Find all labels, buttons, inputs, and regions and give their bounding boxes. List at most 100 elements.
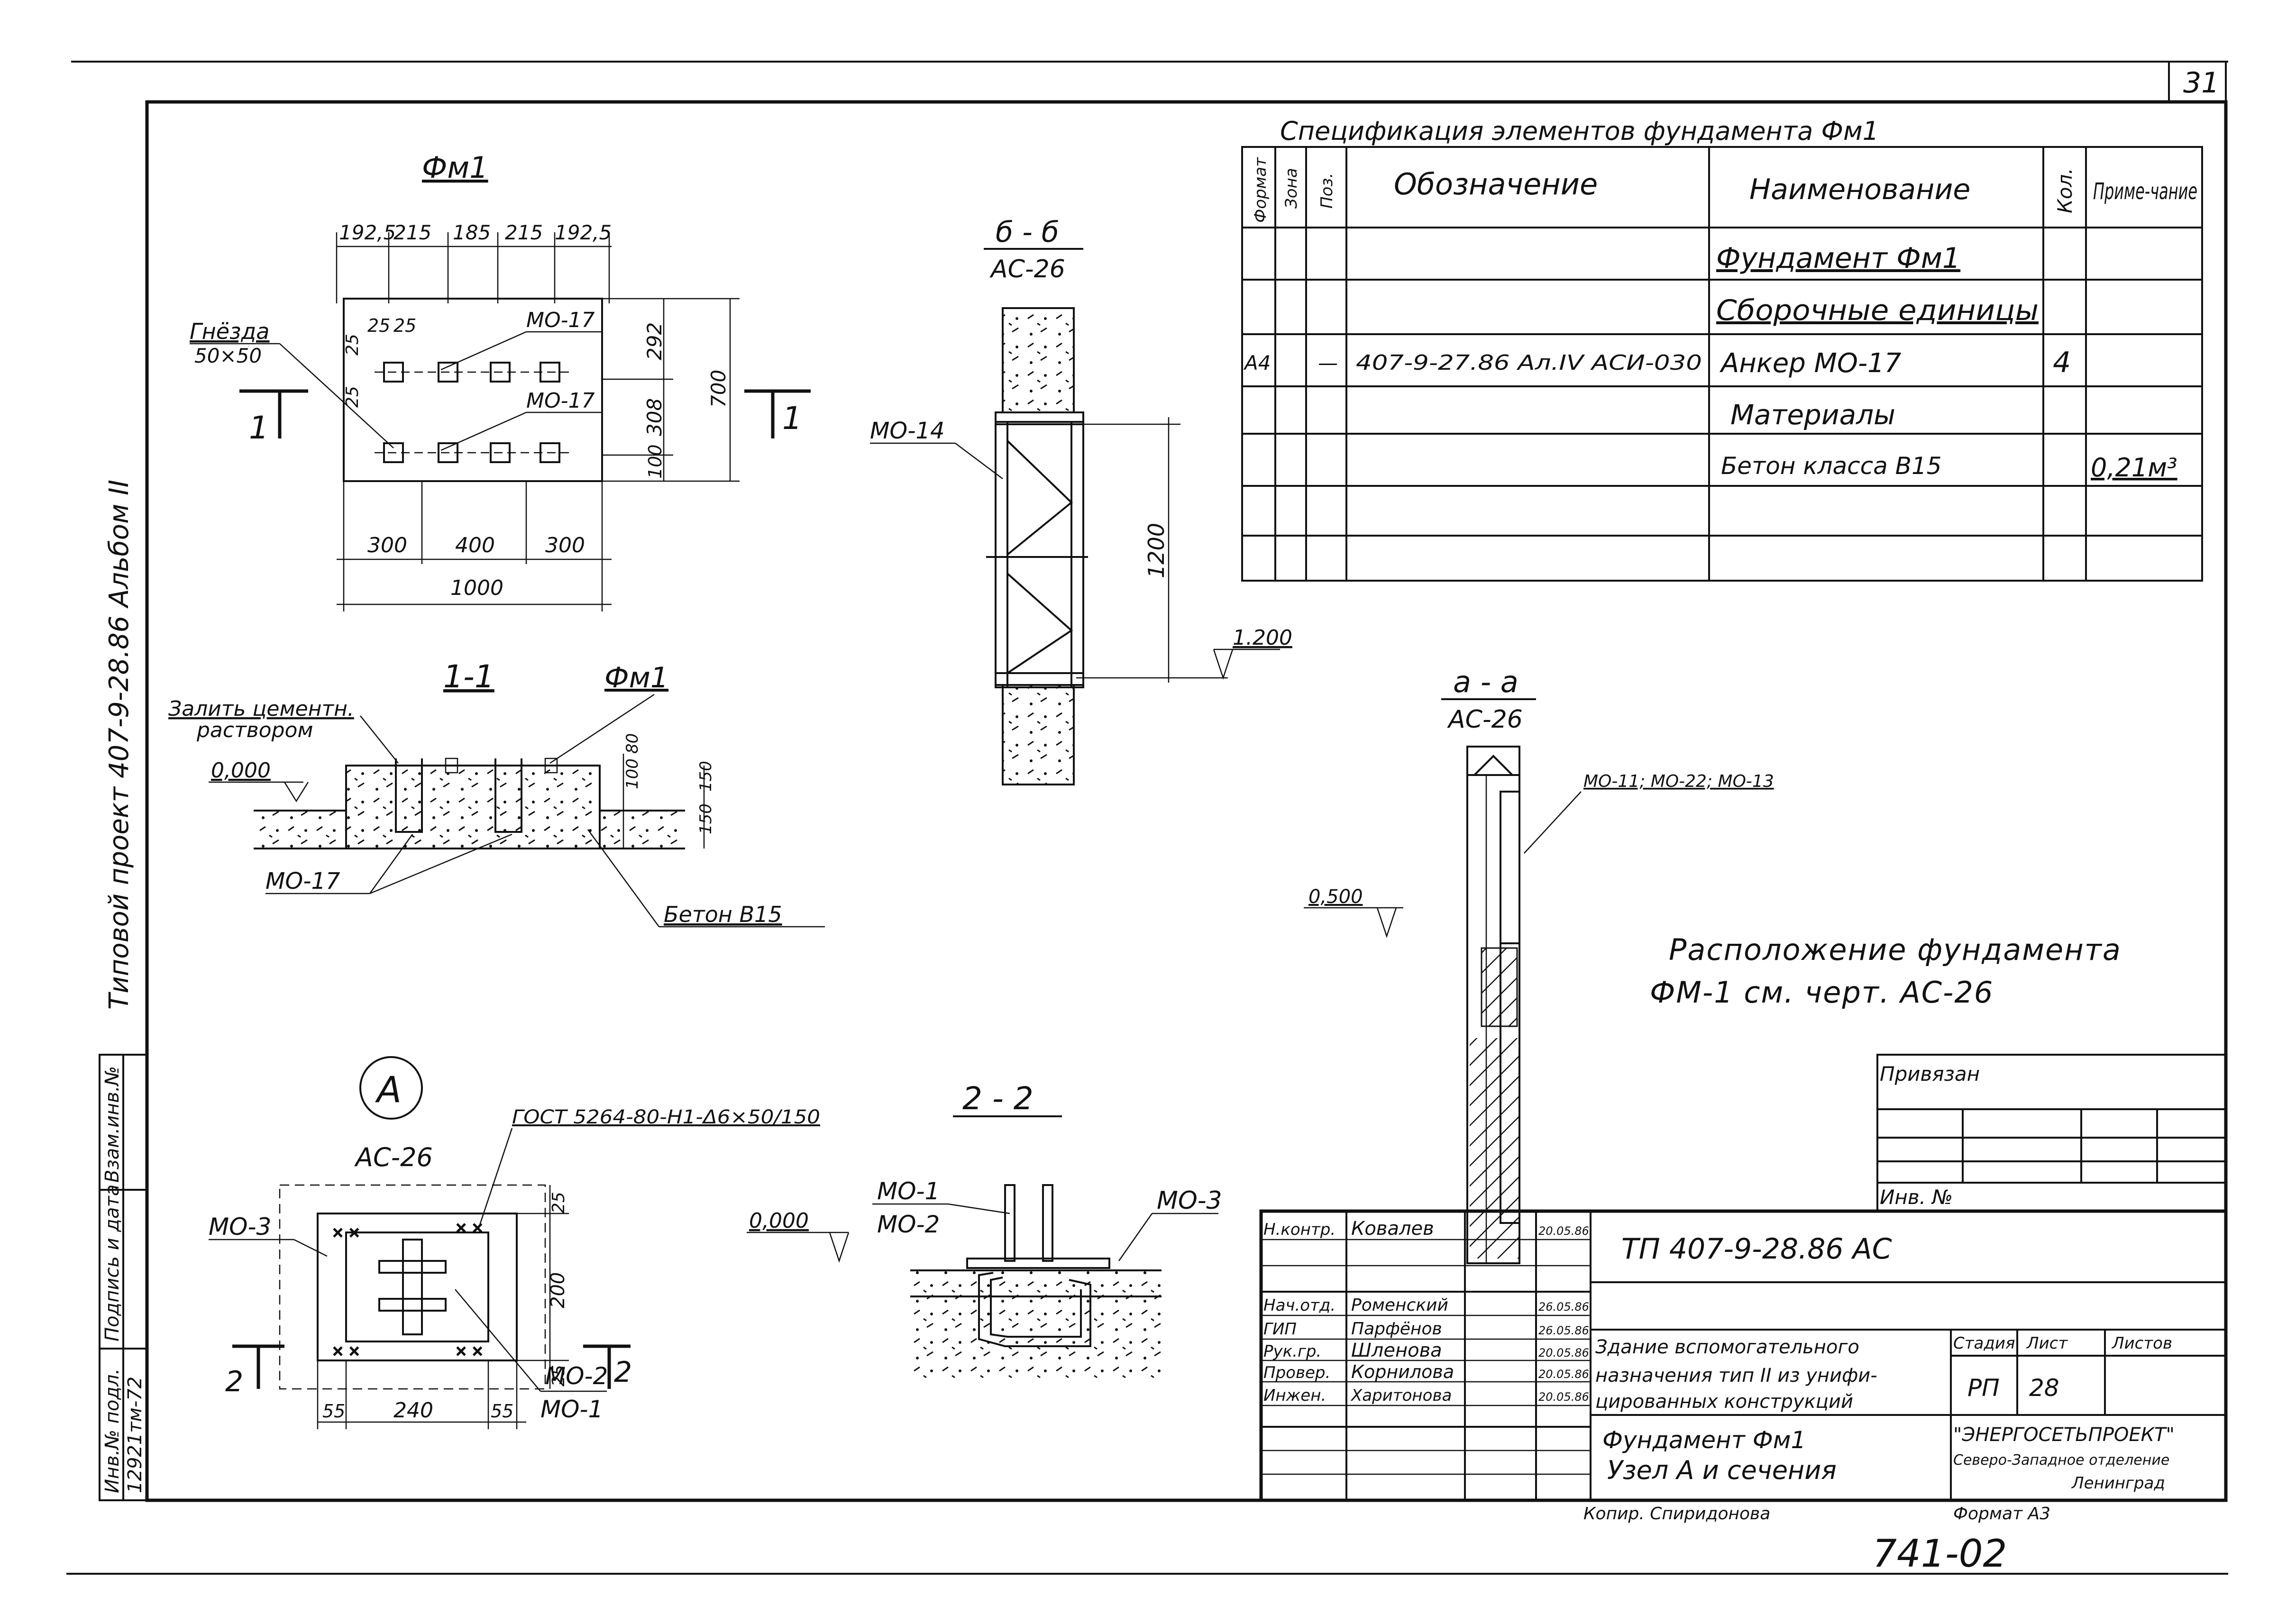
weld-mark: × × (455, 1343, 484, 1359)
node-a-dim-b2: 240 (393, 1398, 433, 1423)
tb-name-2: Роменский (1351, 1296, 1448, 1315)
section-1-1-title: 1-1 (443, 658, 494, 695)
format-label: Формат А3 (1953, 1504, 2050, 1524)
node-a-dim-r2: 200 (547, 1272, 569, 1308)
plan-small-dim-left: 25 (343, 334, 362, 356)
spec-row-5-name: Бетон класса В15 (1721, 452, 1942, 480)
note-line-1: Расположение фундамента (1669, 932, 2122, 967)
side-stamp-label-2: Подпись и дата (101, 1185, 123, 1341)
sec22-level: 0,000 (749, 1209, 809, 1233)
cut-mark-left: 1 (249, 410, 269, 446)
tb-org-2: Северо-Западное отделение (1953, 1452, 2169, 1469)
sec-bb-label: МО-14 (870, 418, 945, 444)
sec-aa-label: МО-11; МО-22; МО-13 (1583, 772, 1774, 791)
plan-title: Фм1 (422, 150, 488, 185)
plan-bottom-dim-3: 300 (545, 533, 585, 557)
spec-header-note: Приме-чание (2093, 178, 2197, 205)
plan-right-dim-2: 308 (643, 398, 666, 436)
sec11-dim-4: 150 (696, 803, 715, 834)
tb-date-3: 26.05.86 (1538, 1324, 1589, 1337)
weld-mark: × × (332, 1343, 360, 1359)
tb-name-3: Парфёнов (1351, 1319, 1442, 1339)
section-1-1-level: 0,000 (211, 758, 271, 783)
node-a-label-mo3: МО-3 (209, 1213, 271, 1241)
tb-role-4: Рук.гр. (1263, 1342, 1321, 1361)
section-b-b: б - б АС-26 1200 1.200 МО-14 (870, 216, 1292, 785)
tb-name-5: Корнилова (1351, 1361, 1454, 1382)
tb-date-6: 20.05.86 (1538, 1390, 1589, 1404)
tb-name-4: Шленова (1351, 1340, 1442, 1361)
spec-row-4-name: Материалы (1730, 399, 1895, 431)
plan-anchor-label-2: МО-17 (526, 389, 595, 413)
plan-nest-size: 50×50 (194, 344, 262, 367)
tb-name-6: Харитонова (1350, 1386, 1452, 1405)
node-a-cut-left: 2 (225, 1365, 243, 1398)
plan-bottom-dim-1: 300 (367, 533, 407, 557)
tb-org-3: Ленинград (2071, 1474, 2165, 1493)
tb-sheet: 28 (2029, 1374, 2059, 1402)
sec-aa-sheet: АС-26 (1447, 705, 1523, 734)
spec-row-3-pos: — (1318, 351, 1338, 374)
plan-top-dim-2: 215 (393, 221, 431, 244)
plan-bottom-dim-2: 400 (455, 533, 495, 557)
tb-building-3: цированных конструкций (1595, 1391, 1853, 1413)
section-1-1: 1-1 Фм1 Залить цементн. раствором 0,000 … (168, 658, 825, 928)
node-a-label-mo1: МО-1 (540, 1396, 603, 1423)
sec-aa-level: 0,500 (1308, 886, 1363, 908)
node-a-sheet: АС-26 (354, 1142, 433, 1172)
spec-row-3-format: А4 (1243, 351, 1271, 374)
anchor-plates (375, 362, 569, 463)
plan-top-dim-1: 192,5 (339, 221, 396, 244)
node-a-dim-b1: 55 (322, 1401, 345, 1422)
plan-right-dim-3: 100 (645, 444, 666, 479)
tb-building-2: назначения тип II из унифи- (1595, 1365, 1877, 1387)
weld-mark: × × (332, 1224, 360, 1241)
copied-by: Копир. Спиридонова (1583, 1504, 1770, 1524)
tb-sheets-label: Листов (2111, 1334, 2172, 1353)
sec-aa-title: а - а (1453, 665, 1518, 699)
sec-bb-sheet: АС-26 (989, 255, 1065, 283)
sec22-label-right: МО-3 (1157, 1186, 1222, 1215)
plan-overall-height: 700 (707, 370, 730, 408)
sec-bb-level: 1.200 (1233, 626, 1292, 650)
sec11-concrete-label: Бетон В15 (664, 902, 782, 927)
side-stamp (99, 1054, 148, 1501)
tb-role-6: Инжен. (1263, 1386, 1326, 1405)
note-line-2: ФМ-1 см. черт. АС-26 (1650, 975, 1994, 1010)
sec11-anchor-label: МО-17 (265, 868, 340, 894)
side-stamp-label-3: Взам.инв.№ (101, 1066, 123, 1183)
plan-small-dim-1: 25 (367, 315, 390, 336)
plan-nest-label: Гнёзда (190, 319, 269, 344)
spec-table: Спецификация элементов фундамента Фм1 Фо… (1241, 116, 2203, 582)
section-a-a: а - а АС-26 МО-11; МО-22; МО-13 0,500 (1304, 665, 1774, 1264)
node-a: А АС-26 ГОСТ 5264-80-Н1-Δ6×50/150 × × × … (209, 1056, 820, 1429)
sec-bb-height: 1200 (1143, 523, 1169, 578)
spec-row-1-name: Фундамент Фм1 (1716, 242, 1960, 275)
tb-date-1: 20.05.86 (1538, 1224, 1589, 1238)
cut-mark-right: 1 (782, 400, 802, 437)
tb-drawing-1: Фундамент Фм1 (1602, 1426, 1806, 1454)
weld-mark: × × (455, 1220, 484, 1236)
node-a-dim-b3: 55 (491, 1401, 513, 1422)
spec-row-3-name: Анкер МО-17 (1720, 348, 1902, 379)
title-block: Привязан Инв. № Н.контр. Ковалев 20.05.8… (1259, 1054, 2228, 1502)
node-a-cut-right: 2 (614, 1356, 632, 1389)
spec-row-5-note: 0,21м³ (2091, 453, 2177, 483)
archive-stamp: 741-02 (1873, 1532, 2007, 1576)
spec-row-3-qty: 4 (2053, 346, 2071, 379)
plan-right-dim-1: 292 (643, 322, 666, 360)
plan-overall-width: 1000 (450, 576, 503, 600)
tb-stage-label: Стадия (1953, 1334, 2015, 1353)
tb-role-5: Провер. (1263, 1363, 1330, 1382)
spec-header-name: Наименование (1749, 173, 1970, 206)
tb-inv-label: Инв. № (1880, 1186, 1953, 1209)
plan-top-dim-3: 185 (453, 221, 491, 244)
tb-role-2: Нач.отд. (1263, 1296, 1336, 1315)
i-beam-profile (378, 1239, 447, 1335)
tb-drawing-2: Узел А и сечения (1607, 1455, 1837, 1485)
tb-code: ТП 407-9-28.86 АС (1621, 1232, 1892, 1266)
spec-row-3-designation: 407-9-27.86 Ал.IV АСИ-030 (1356, 351, 1702, 375)
sheet-frame (66, 61, 2228, 1575)
sec22-label-bottom: МО-2 (877, 1211, 940, 1238)
